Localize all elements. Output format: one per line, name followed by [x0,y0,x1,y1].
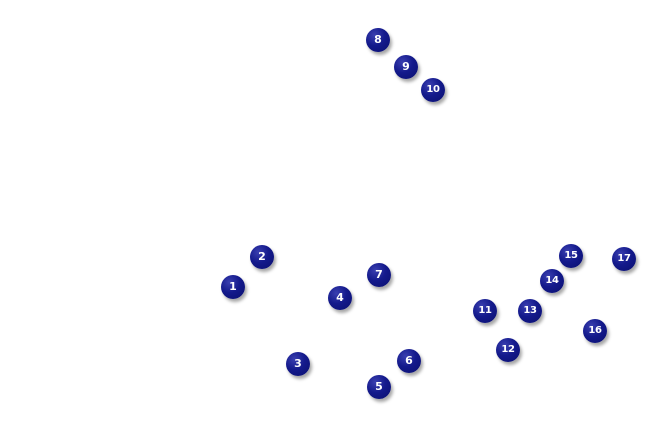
marker-10[interactable]: 10 [421,78,445,102]
marker-5[interactable]: 5 [367,375,391,399]
marker-1[interactable]: 1 [221,275,245,299]
marker-15[interactable]: 15 [559,244,583,268]
marker-13[interactable]: 13 [518,299,542,323]
marker-11[interactable]: 11 [473,299,497,323]
marker-12[interactable]: 12 [496,338,520,362]
marker-4[interactable]: 4 [328,286,352,310]
marker-2[interactable]: 2 [250,245,274,269]
marker-7[interactable]: 7 [367,263,391,287]
marker-16[interactable]: 16 [583,319,607,343]
marker-9[interactable]: 9 [394,55,418,79]
marker-8[interactable]: 8 [366,28,390,52]
marker-3[interactable]: 3 [286,352,310,376]
marker-14[interactable]: 14 [540,269,564,293]
marker-6[interactable]: 6 [397,349,421,373]
marker-17[interactable]: 17 [612,247,636,271]
